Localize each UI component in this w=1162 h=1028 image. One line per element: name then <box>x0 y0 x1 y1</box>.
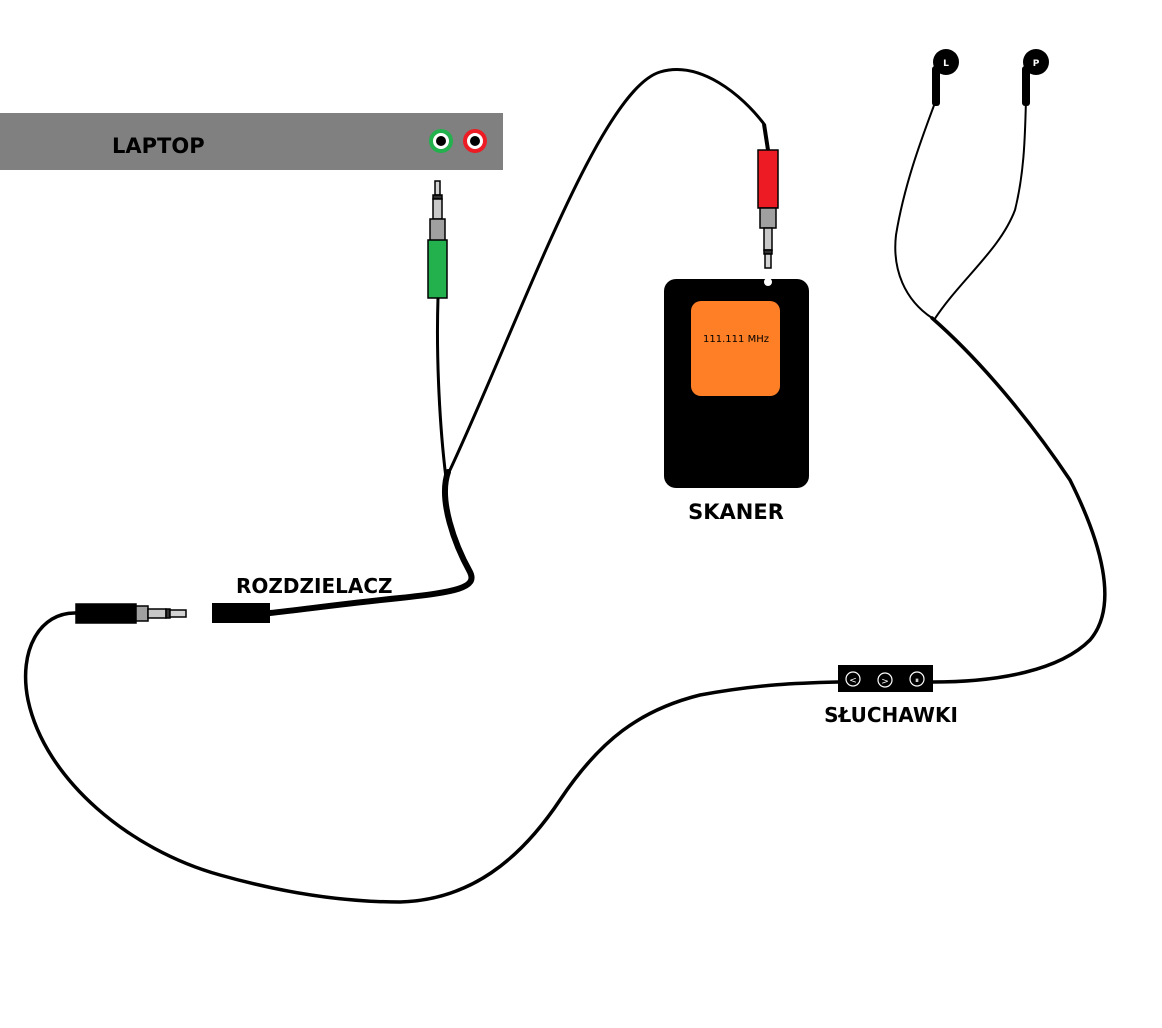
scanner-frequency: 111.111 MHz <box>703 334 769 345</box>
cable-earbud-right <box>933 99 1027 321</box>
splitter-socket <box>212 603 270 623</box>
mic-plug-body <box>427 239 448 299</box>
remote-next-icon: > <box>881 677 889 687</box>
cable-headphone-main <box>23 611 840 904</box>
scanner-screen <box>691 301 780 396</box>
earbud-left-stem <box>932 66 940 106</box>
cable-splitter-to-mic-plug <box>435 296 448 480</box>
audio-plug-body <box>757 149 779 209</box>
mic-plug-sleeve <box>432 198 443 220</box>
cable-earbud-left <box>894 99 937 319</box>
scanner-jack-port <box>764 278 772 286</box>
headphone-plug-tip <box>169 609 187 618</box>
cables <box>23 68 1107 904</box>
scanner-label: SKANER <box>688 500 784 524</box>
headphone-plug-sleeve <box>147 608 167 619</box>
headphones-label: SŁUCHAWKI <box>824 703 958 727</box>
remote-pause-button <box>909 671 925 687</box>
earbud-right-stem <box>1022 66 1030 106</box>
remote-prev-button <box>845 671 861 687</box>
scanner: 111.111 MHz SKANER <box>664 278 809 524</box>
audio-plug <box>757 149 779 269</box>
mic-plug-tip <box>434 180 441 196</box>
earbud-left: L <box>932 49 959 106</box>
laptop-mic-port-hole <box>436 136 446 146</box>
earbud-right: P <box>1022 49 1049 106</box>
remote-next-button <box>877 672 893 688</box>
laptop-label: LAPTOP <box>112 134 205 158</box>
audio-plug-cable-stub <box>762 123 770 151</box>
laptop-audio-port-hole <box>470 136 480 146</box>
headphone-remote: < > ⏸ SŁUCHAWKI <box>824 665 958 727</box>
headphone-plug-neck <box>135 605 149 622</box>
cable-headphone-upper <box>930 316 1107 684</box>
splitter-label: ROZDZIELACZ <box>236 574 393 598</box>
headphone-plug <box>75 603 187 624</box>
cable-splitter-to-audio-plug <box>448 68 766 472</box>
earbud-left-label: L <box>943 59 949 69</box>
audio-plug-neck <box>759 207 777 229</box>
earbud-right-head <box>1023 49 1049 75</box>
cable-splitter-trunk <box>267 469 475 616</box>
mic-plug <box>427 180 448 299</box>
earbud-left-head <box>933 49 959 75</box>
remote-prev-icon: < <box>849 676 857 686</box>
audio-plug-tip <box>764 253 772 269</box>
audio-plug-sleeve <box>763 227 773 251</box>
remote-pause-icon: ⏸ <box>915 676 919 685</box>
splitter: ROZDZIELACZ <box>212 574 393 623</box>
earbud-right-label: P <box>1033 59 1040 69</box>
laptop: LAPTOP <box>0 113 503 170</box>
headphone-plug-body <box>75 603 137 624</box>
mic-plug-neck <box>429 218 446 242</box>
laptop-body <box>0 113 503 170</box>
